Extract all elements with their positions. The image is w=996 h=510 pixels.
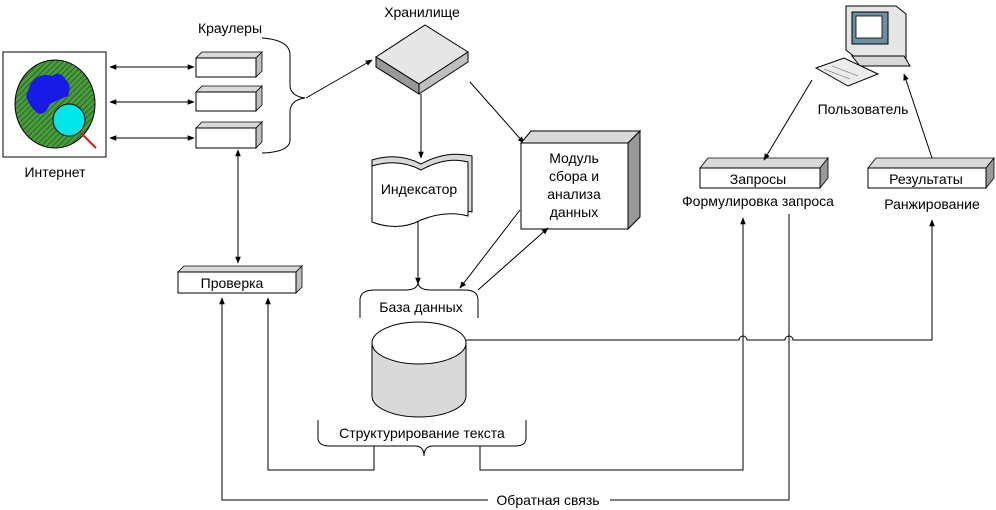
check-box (177, 265, 303, 294)
crawler-box-1 (195, 51, 263, 78)
database-brace (359, 281, 479, 318)
feedback-label: Обратная связь (496, 492, 599, 508)
user-label: Пользователь (818, 101, 909, 117)
arrow-crawlers-to-storage (305, 59, 373, 99)
indexer-label: Индексатор (381, 181, 458, 197)
arrow-module-to-database (459, 209, 521, 289)
query-formulation-label: Формулировка запроса (682, 193, 834, 209)
queries-label: Запросы (730, 171, 786, 187)
crawler-box-2 (195, 85, 263, 112)
internet-label: Интернет (24, 164, 86, 180)
text-structuring-label: Структурирование текста (339, 425, 505, 441)
arrow-user-to-queries (763, 79, 813, 161)
check-label: Проверка (201, 275, 264, 291)
computer-icon (814, 5, 911, 87)
crawler-box-3 (195, 121, 263, 149)
indexer-shape (371, 153, 473, 227)
module-label-line1: Модуль (549, 150, 599, 166)
arrow-results-to-user (903, 73, 933, 159)
text-structuring-brace (317, 420, 527, 457)
arrow-storage-to-module (469, 81, 525, 144)
storage-block (375, 24, 469, 95)
line-structuring-to-check (265, 297, 375, 471)
results-label: Результаты (889, 171, 963, 187)
crawlers-brace (261, 37, 306, 154)
database-cylinder-icon (371, 321, 467, 418)
line-feedback (222, 214, 790, 501)
crawlers-label: Краулеры (198, 20, 262, 36)
internet-globe-icon (2, 51, 107, 158)
module-label-line3: анализа (547, 186, 601, 202)
module-label-line4: данных (550, 204, 598, 220)
queries-box (699, 156, 829, 190)
results-box (867, 156, 995, 190)
line-database-to-ranking (466, 219, 935, 341)
module-label-line2: сбора и (549, 168, 599, 184)
arrow-database-to-module (477, 227, 549, 291)
line-structuring-to-query-formulation (479, 217, 746, 471)
module-box (519, 129, 642, 231)
ranking-label: Ранжирование (884, 196, 980, 212)
storage-label: Хранилище (384, 4, 460, 20)
database-label: База данных (379, 299, 462, 315)
